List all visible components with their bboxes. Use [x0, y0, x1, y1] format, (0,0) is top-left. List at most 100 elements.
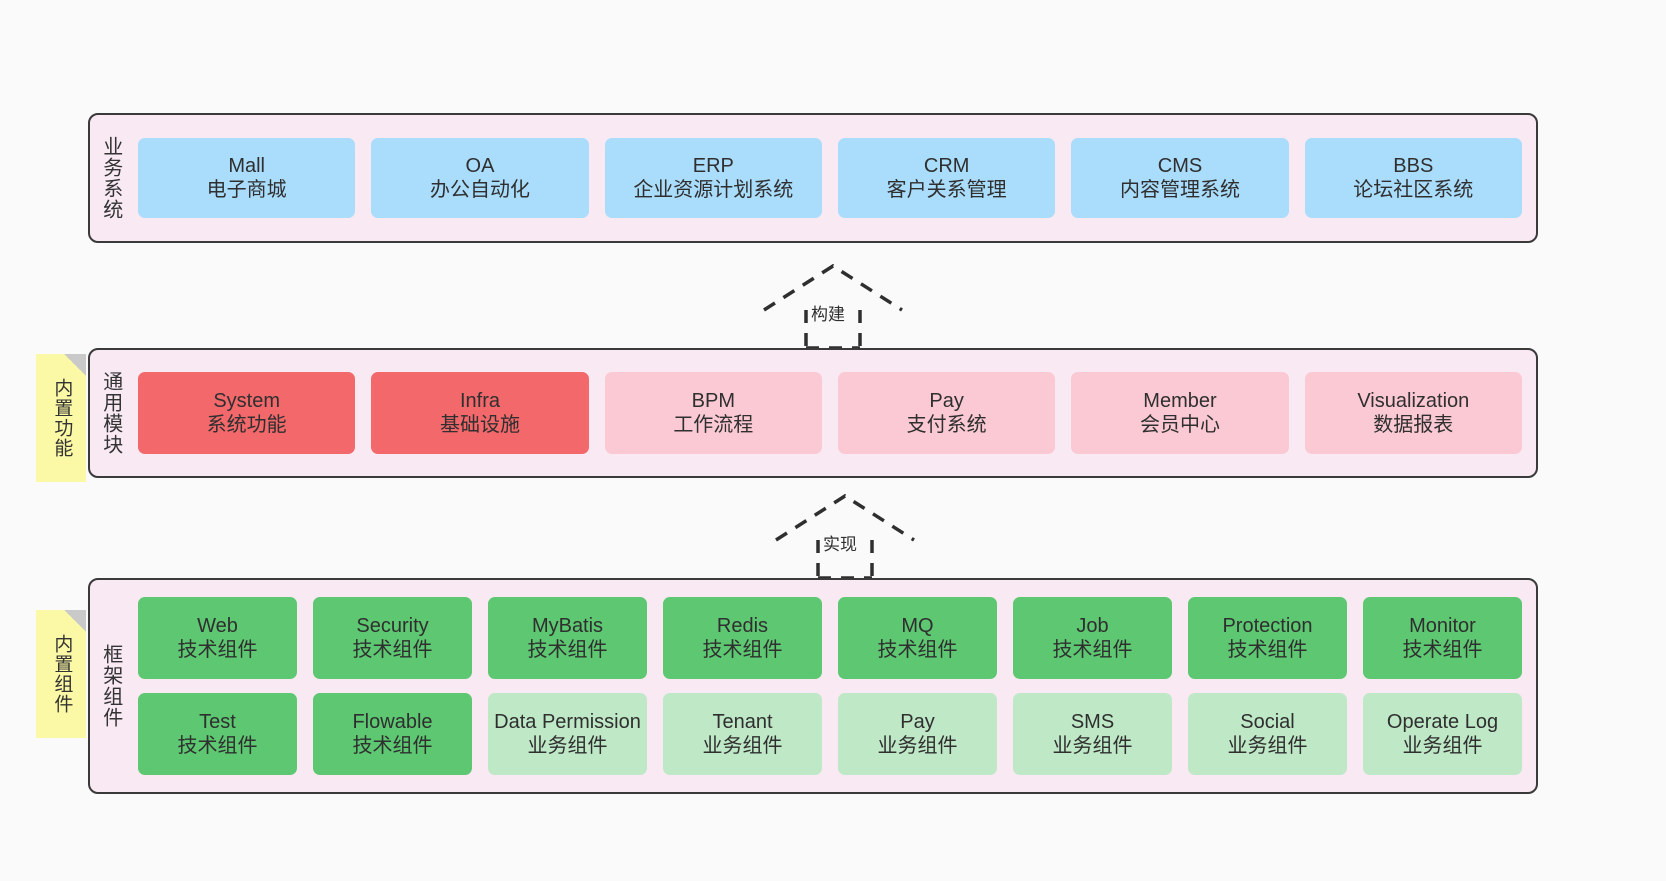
card-title-en: ERP [692, 154, 734, 177]
card-crm[interactable]: CRM 客户关系管理 [837, 138, 1056, 218]
card-title-cn: 支付系统 [906, 414, 987, 436]
card-system[interactable]: System 系统功能 [138, 372, 356, 454]
card-title-en: Tenant [712, 710, 773, 733]
framework-tech-row: Web 技术组件 Security 技术组件 MyBatis 技术组件 Redi… [138, 597, 1522, 679]
card-flowable[interactable]: Flowable 技术组件 [313, 693, 472, 775]
generalization-arrowhead [775, 493, 915, 542]
layer-title-framework-components: 框架组件 [99, 644, 122, 728]
connector-label-implement: 实现 [823, 535, 857, 554]
card-web[interactable]: Web 技术组件 [138, 597, 297, 679]
card-title-en: Pay [929, 389, 964, 412]
layer-common-modules: 通用模块 System 系统功能 Infra 基础设施 BPM 工作流程 Pay… [88, 348, 1538, 478]
card-bpm[interactable]: BPM 工作流程 [604, 372, 822, 454]
card-title-cn: 基础设施 [439, 414, 520, 436]
card-infra[interactable]: Infra 基础设施 [371, 372, 589, 454]
card-test[interactable]: Test 技术组件 [138, 693, 297, 775]
card-social[interactable]: Social 业务组件 [1188, 693, 1347, 775]
card-mq[interactable]: MQ 技术组件 [838, 597, 997, 679]
card-title-cn: 业务组件 [1052, 735, 1133, 757]
card-title-cn: 会员中心 [1139, 414, 1220, 436]
layer-body-business-systems: Mall 电子商城 OA 办公自动化 ERP 企业资源计划系统 CRM 客户关系… [130, 115, 1536, 241]
card-title-en: CRM [923, 154, 970, 177]
card-mall[interactable]: Mall 电子商城 [138, 138, 356, 218]
card-title-en: BBS [1393, 154, 1434, 177]
connector-label-build: 构建 [811, 305, 845, 324]
card-title-cn: 技术组件 [352, 735, 433, 757]
card-title-cn: 技术组件 [352, 639, 433, 661]
card-title-en: Protection [1222, 614, 1313, 637]
card-title-en: Member [1143, 389, 1217, 412]
card-title-cn: 技术组件 [1052, 639, 1133, 661]
card-title-cn: 技术组件 [527, 639, 608, 661]
note-builtin-function: 内置功能 [36, 354, 86, 482]
card-title-cn: 数据报表 [1373, 414, 1454, 436]
card-title-cn: 技术组件 [877, 639, 958, 661]
card-title-cn: 业务组件 [877, 735, 958, 757]
card-operate-log[interactable]: Operate Log 业务组件 [1363, 693, 1522, 775]
card-title-en: Visualization [1357, 389, 1470, 412]
card-title-en: SMS [1070, 710, 1115, 733]
card-cms[interactable]: CMS 内容管理系统 [1071, 138, 1289, 218]
card-title-en: CMS [1157, 154, 1203, 177]
card-erp[interactable]: ERP 企业资源计划系统 [604, 138, 822, 218]
note-label-builtin-function: 内置功能 [51, 378, 73, 458]
card-bbs[interactable]: BBS 论坛社区系统 [1304, 138, 1522, 218]
generalization-arrowhead [763, 263, 903, 312]
card-title-en: Redis [716, 614, 769, 637]
card-security[interactable]: Security 技术组件 [313, 597, 472, 679]
card-member[interactable]: Member 会员中心 [1071, 372, 1289, 454]
card-title-cn: 业务组件 [1227, 735, 1308, 757]
layer-body-common-modules: System 系统功能 Infra 基础设施 BPM 工作流程 Pay 支付系统… [130, 350, 1536, 476]
card-title-en: Mall [228, 154, 265, 177]
card-title-cn: 论坛社区系统 [1353, 179, 1474, 201]
card-title-en: Web [197, 614, 238, 637]
card-title-cn: 系统功能 [206, 414, 287, 436]
card-title-en: Infra [459, 389, 500, 412]
card-title-en: MyBatis [531, 614, 604, 637]
card-title-en: Pay [900, 710, 935, 733]
card-title-en: Data Permission [494, 710, 641, 733]
card-title-cn: 企业资源计划系统 [633, 179, 794, 201]
card-title-cn: 业务组件 [1402, 735, 1483, 757]
card-title-en: BPM [691, 389, 735, 412]
card-mybatis[interactable]: MyBatis 技术组件 [488, 597, 647, 679]
card-data-permission[interactable]: Data Permission 业务组件 [488, 693, 647, 775]
layer-business-systems: 业务系统 Mall 电子商城 OA 办公自动化 ERP 企业资源计划系统 CRM… [88, 113, 1538, 243]
card-title-en: Social [1240, 710, 1295, 733]
card-oa[interactable]: OA 办公自动化 [371, 138, 589, 218]
card-title-cn: 电子商城 [206, 179, 287, 201]
card-monitor[interactable]: Monitor 技术组件 [1363, 597, 1522, 679]
card-title-cn: 办公自动化 [429, 179, 530, 201]
connector-implement: 实现 [770, 492, 920, 580]
card-title-en: Operate Log [1386, 710, 1499, 733]
note-label-builtin-component: 内置组件 [51, 634, 73, 714]
card-title-en: Job [1076, 614, 1109, 637]
card-title-en: Flowable [352, 710, 433, 733]
card-pay-module[interactable]: Pay 支付系统 [837, 372, 1056, 454]
card-redis[interactable]: Redis 技术组件 [663, 597, 822, 679]
card-title-cn: 技术组件 [177, 735, 258, 757]
card-title-en: Security [356, 614, 429, 637]
card-title-en: System [213, 389, 280, 412]
card-protection[interactable]: Protection 技术组件 [1188, 597, 1347, 679]
card-tenant[interactable]: Tenant 业务组件 [663, 693, 822, 775]
card-title-cn: 业务组件 [527, 735, 608, 757]
card-title-en: Test [199, 710, 236, 733]
card-visualization[interactable]: Visualization 数据报表 [1304, 372, 1522, 454]
layer-title-business-systems: 业务系统 [99, 136, 122, 220]
card-title-cn: 工作流程 [673, 414, 754, 436]
framework-biz-row: Test 技术组件 Flowable 技术组件 Data Permission … [138, 693, 1522, 775]
card-title-cn: 技术组件 [177, 639, 258, 661]
layer-body-framework-components: Web 技术组件 Security 技术组件 MyBatis 技术组件 Redi… [130, 580, 1536, 792]
card-sms[interactable]: SMS 业务组件 [1013, 693, 1172, 775]
card-title-en: Monitor [1409, 614, 1476, 637]
layer-title-common-modules: 通用模块 [99, 371, 122, 455]
card-title-en: MQ [901, 614, 934, 637]
folded-corner-icon [64, 610, 86, 632]
layer-framework-components: 框架组件 Web 技术组件 Security 技术组件 MyBatis 技术组件… [88, 578, 1538, 794]
card-job[interactable]: Job 技术组件 [1013, 597, 1172, 679]
note-builtin-component: 内置组件 [36, 610, 86, 738]
card-pay-component[interactable]: Pay 业务组件 [838, 693, 997, 775]
card-title-cn: 客户关系管理 [886, 179, 1007, 201]
